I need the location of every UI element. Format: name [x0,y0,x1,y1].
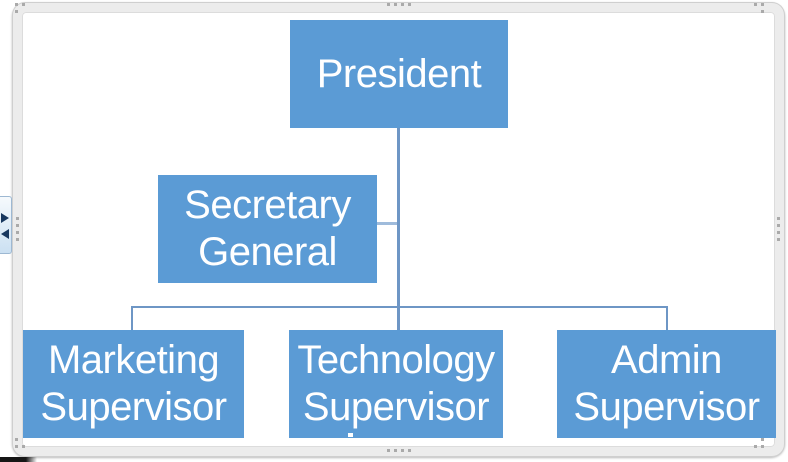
connector-drop-admin [666,307,668,330]
resize-handle-bottom[interactable] [387,449,411,452]
org-node-marketing-supervisor[interactable]: Marketing Supervisor [23,330,244,438]
connector-horizontal-bus [131,306,668,308]
resize-handle-bottom-left[interactable] [15,438,25,448]
triangle-right-icon [1,213,9,223]
resize-handle-top[interactable] [387,3,411,6]
resize-handle-bottom-right[interactable] [754,438,764,448]
org-node-technology-supervisor[interactable]: Technology Supervisor [289,330,503,438]
resize-handle-left[interactable] [16,217,19,241]
resize-handle-top-left[interactable] [15,3,25,13]
triangle-left-icon [1,229,9,239]
resize-handle-right[interactable] [777,217,780,241]
connector-president-vertical [397,128,400,330]
org-node-secretary-general[interactable]: Secretary General [158,175,377,283]
org-node-admin-supervisor[interactable]: Admin Supervisor [557,330,776,438]
resize-handle-top-right[interactable] [754,3,764,13]
text-pane-toggle-button[interactable] [0,196,12,254]
selection-dot-artifact [348,433,353,437]
connector-drop-marketing [131,307,133,330]
org-node-president[interactable]: President [290,20,508,128]
window-shadow-fragment [0,457,37,462]
connector-secretary-general [377,222,397,225]
